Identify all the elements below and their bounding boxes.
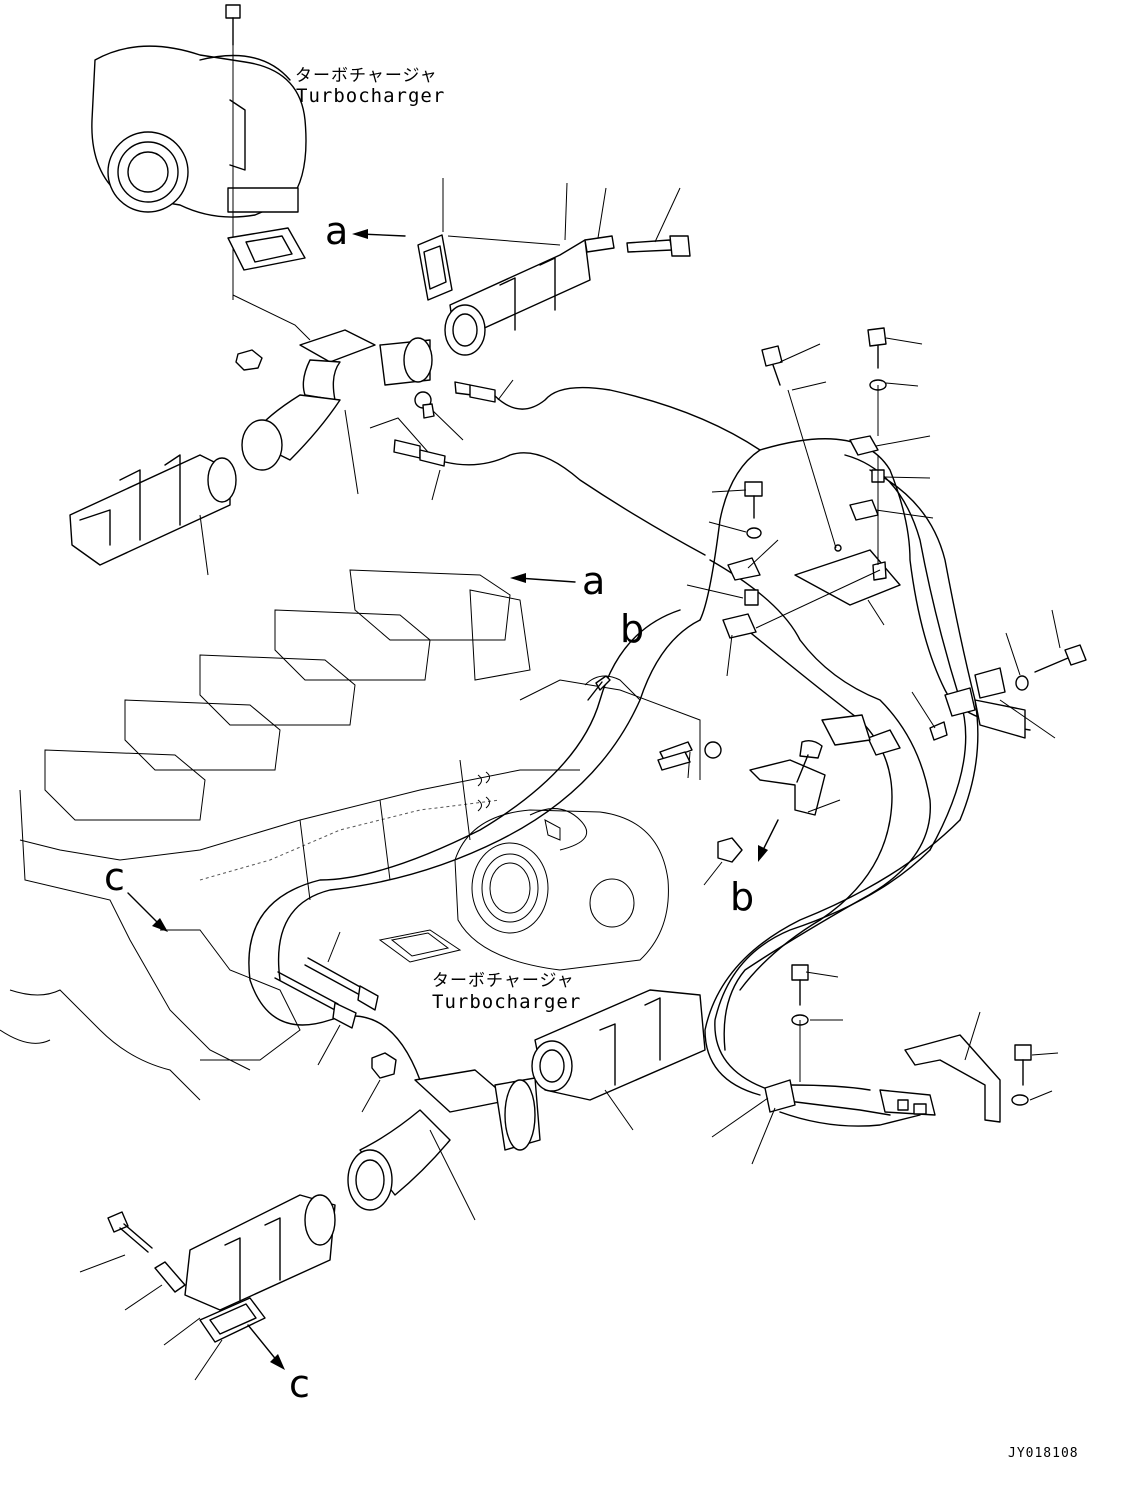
leader-lines-lower (79, 931, 634, 1381)
bolt-b-top (587, 675, 611, 701)
bolt-upper-right (626, 235, 691, 257)
turbocharger-upper-label-en: Turbocharger (296, 85, 446, 107)
bracket-plate-right (974, 699, 1026, 739)
bracket-lower-right (904, 1034, 1001, 1123)
temp-sensor-upper (454, 381, 496, 403)
nut-lower (371, 1052, 397, 1079)
clamps (722, 435, 1006, 1113)
leader-lines-upper (199, 178, 681, 576)
temp-sensor-lower-1 (304, 957, 379, 1011)
gasket-upper-right (417, 234, 453, 301)
bolt-top-vertical (225, 4, 241, 300)
turbocharger-upper (91, 45, 307, 218)
bracket-plate-mid (821, 714, 871, 746)
manifold-upper-right (444, 239, 591, 356)
arrow-c-left (127, 892, 168, 932)
view-ref-a-right: a (582, 559, 606, 603)
gasket-lower (199, 1297, 266, 1343)
turbocharger-upper-label-jp: ターボチャージャ (295, 66, 438, 86)
drawing-code: JY018108 (1008, 1446, 1079, 1461)
turbocharger-mid-label-en: Turbocharger (432, 991, 582, 1013)
bracket-b (749, 759, 826, 816)
temp-sensor-lower-2 (274, 971, 357, 1029)
view-ref-c-left: c (104, 855, 125, 899)
view-ref-b-lower: b (730, 875, 755, 919)
sleeve-lower (154, 1261, 186, 1293)
arrow-c-lower (247, 1324, 285, 1370)
bolts-washers (659, 327, 1087, 1106)
arrow-a-upper (352, 229, 406, 239)
bolt-lower-left (107, 1211, 153, 1253)
stud-mid (657, 751, 691, 771)
exhaust-elbow-upper (241, 329, 433, 471)
view-ref-b-upper: b (620, 607, 645, 651)
view-ref-a-upper: a (325, 209, 349, 253)
temp-sensor-mid (393, 439, 446, 467)
nut-upper (235, 349, 263, 371)
connector-bolt (414, 391, 435, 419)
manifold-lower-right (531, 989, 706, 1101)
turbocharger-mid-label-jp: ターボチャージャ (432, 971, 575, 991)
leader-lines-right (686, 337, 1061, 1165)
turbocharger-mid (454, 808, 669, 971)
gasket-mid (378, 929, 462, 963)
breaks-on-pipe (477, 771, 490, 812)
manifold-upper-left (69, 454, 237, 566)
arrow-b-lower (758, 819, 779, 862)
bracket-plate-upper (794, 544, 901, 606)
connector-block (879, 1089, 936, 1116)
arrow-a-right (510, 573, 576, 583)
view-ref-c-lower: c (289, 1362, 310, 1406)
exhaust-elbow-lower (347, 1069, 541, 1211)
gasket-upper (227, 227, 306, 271)
manifold-lower-left (184, 1194, 336, 1311)
sleeve-upper (584, 235, 615, 253)
engine-block (0, 569, 701, 1101)
